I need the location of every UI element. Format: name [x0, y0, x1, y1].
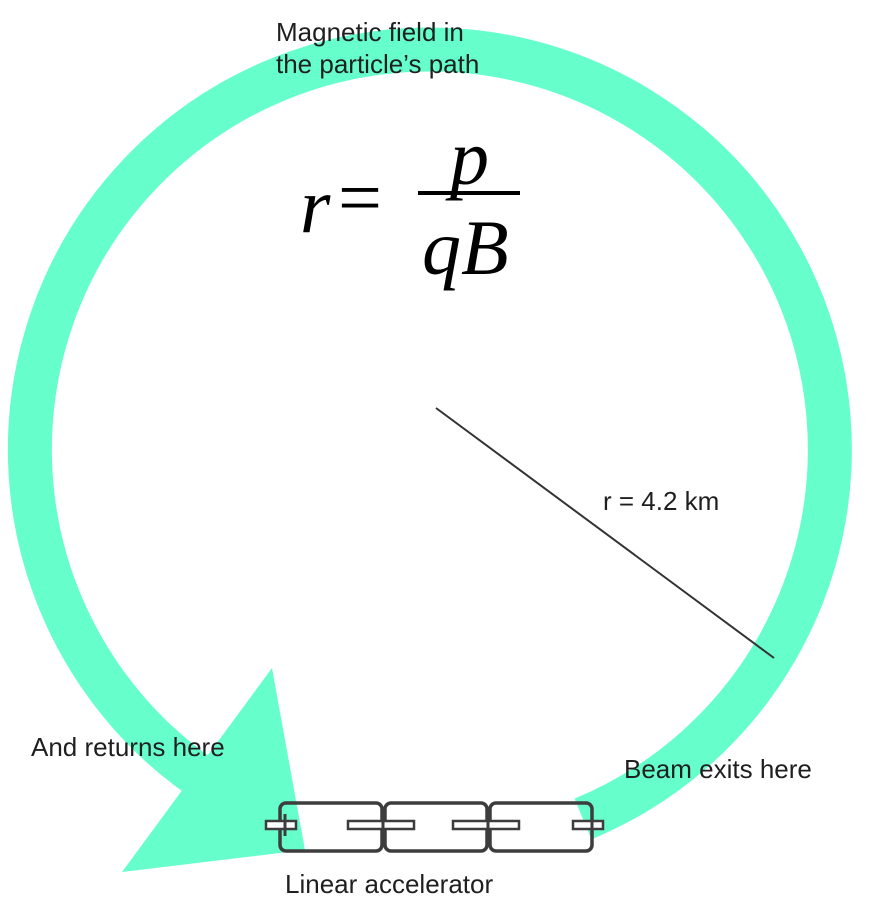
- formula-fraction-bar: [418, 191, 520, 195]
- linear-accelerator-icon: [264, 801, 605, 853]
- formula-equals: =: [338, 154, 382, 241]
- beam-return-arrowhead: [122, 668, 305, 872]
- beam-exits-label: Beam exits here: [624, 754, 812, 784]
- linear-accelerator-label: Linear accelerator: [285, 869, 494, 899]
- electrode-1: [264, 819, 298, 831]
- electrode-3: [451, 819, 521, 831]
- radius-formula: r = p qB: [300, 118, 540, 308]
- formula-numerator: p: [450, 114, 489, 201]
- magnetic-field-label: Magnetic field in the particle’s path: [276, 16, 479, 80]
- radius-line: [435, 407, 775, 659]
- electrode-4: [571, 819, 605, 831]
- electrode-2: [346, 819, 416, 831]
- radius-label: r = 4.2 km: [603, 486, 720, 516]
- magnetic-field-label-line1: Magnetic field in: [276, 17, 464, 47]
- magnetic-field-label-line2: the particle’s path: [276, 49, 480, 79]
- returns-here-label: And returns here: [31, 732, 225, 762]
- formula-denominator: qB: [422, 204, 509, 291]
- beam-ring-arc: [7, 27, 852, 840]
- formula-lhs: r: [300, 162, 331, 249]
